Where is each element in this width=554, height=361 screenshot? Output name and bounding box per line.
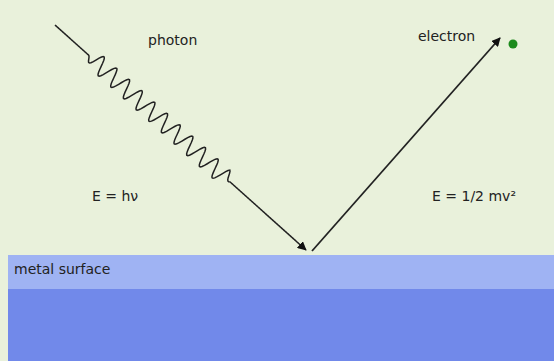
surface-label: metal surface xyxy=(8,255,554,283)
electron-path xyxy=(312,38,500,251)
metal-surface-band: metal surface xyxy=(8,255,554,361)
energy-label: E = 1/2 mv² xyxy=(432,188,516,205)
electron-dot xyxy=(509,40,518,49)
photon-wave xyxy=(55,25,306,250)
energy-label: E = hν xyxy=(92,188,138,205)
photon-label: photon xyxy=(148,32,197,49)
electron-label: electron xyxy=(418,28,475,45)
